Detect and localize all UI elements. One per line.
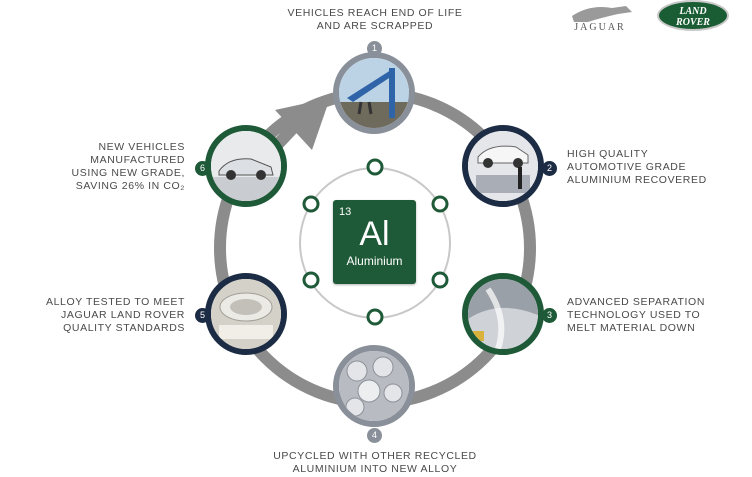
- inner-node: [431, 271, 449, 289]
- aluminium-element-tile: 13 Al Aluminium: [333, 200, 416, 284]
- aluminium-coil-photo: [211, 279, 281, 349]
- land-rover-wordmark-line1: LAND: [679, 6, 707, 17]
- jaguar-wordmark: JAGUAR: [574, 22, 626, 33]
- molten-metal-photo: [468, 279, 538, 349]
- jaguar-logo: [572, 6, 632, 22]
- step-3-photo: [462, 273, 544, 355]
- atomic-number: 13: [339, 206, 352, 218]
- step-5-number: 5: [195, 308, 210, 323]
- step-1-label: VEHICLES REACH END OF LIFE AND ARE SCRAP…: [287, 7, 463, 32]
- step-1-number: 1: [367, 41, 382, 56]
- new-car-photo: [211, 131, 281, 201]
- element-name: Aluminium: [346, 254, 403, 268]
- cycle-arrow-head: [275, 98, 330, 150]
- inner-node: [302, 195, 320, 213]
- land-rover-wordmark-line2: ROVER: [676, 17, 710, 28]
- step-4-number: 4: [367, 428, 382, 443]
- inner-node: [302, 271, 320, 289]
- step-4-photo: [333, 345, 415, 427]
- step-6-photo: [205, 125, 287, 207]
- inner-node: [366, 158, 384, 176]
- step-6-number: 6: [195, 161, 210, 176]
- step-3-label: ADVANCED SEPARATION TECHNOLOGY USED TO M…: [567, 296, 706, 334]
- inner-node: [431, 195, 449, 213]
- step-2-number: 2: [542, 161, 557, 176]
- step-3-number: 3: [542, 308, 557, 323]
- car-dismantling-photo: [468, 131, 538, 201]
- element-symbol: Al: [359, 215, 390, 253]
- step-1-photo: [333, 52, 415, 134]
- inner-node: [366, 308, 384, 326]
- step-6-label: NEW VEHICLES MANUFACTURED USING NEW GRAD…: [71, 141, 185, 192]
- aluminium-cans-photo: [339, 351, 409, 421]
- scrap-crane-photo: [339, 58, 409, 128]
- step-4-label: UPCYCLED WITH OTHER RECYCLED ALUMINIUM I…: [273, 450, 477, 475]
- inner-nodes: [302, 158, 449, 326]
- step-5-label: ALLOY TESTED TO MEET JAGUAR LAND ROVER Q…: [45, 296, 185, 334]
- land-rover-logo: LAND ROVER: [657, 0, 729, 31]
- step-2-label: HIGH QUALITY AUTOMOTIVE GRADE ALUMINIUM …: [567, 148, 707, 186]
- step-5-photo: [205, 273, 287, 355]
- step-2-photo: [462, 125, 544, 207]
